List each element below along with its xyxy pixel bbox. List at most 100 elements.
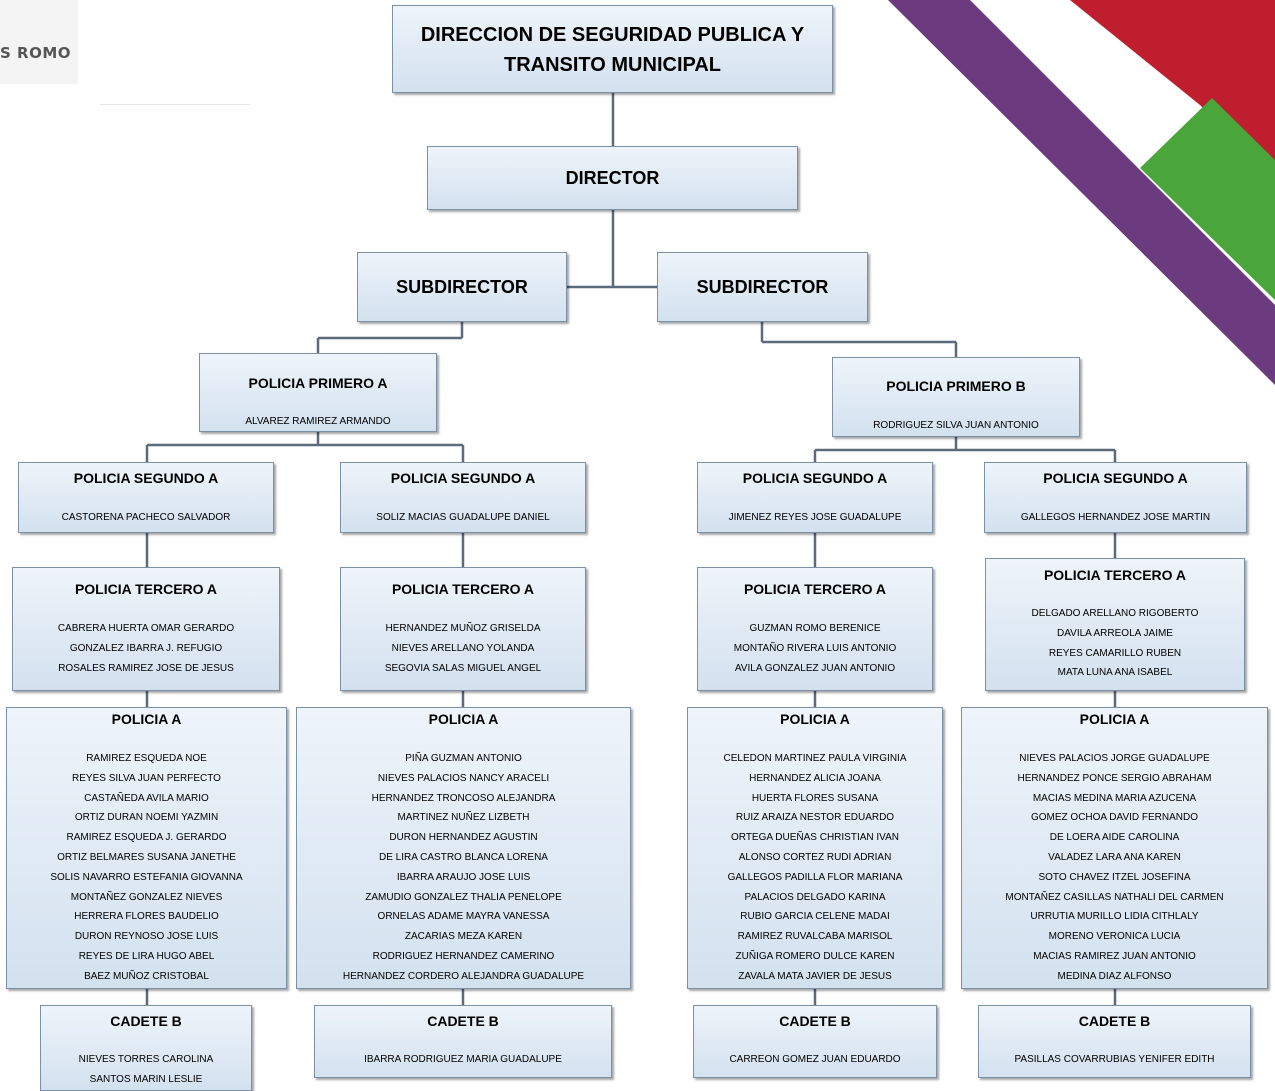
officer-name: SANTOS MARIN LESLIE — [89, 1073, 203, 1085]
officer-name: MACIAS MEDINA MARIA AZUCENA — [1032, 792, 1197, 804]
officer-name: NIEVES ARELLANO YOLANDA — [391, 642, 535, 654]
rank-title: POLICIA PRIMERO A — [248, 375, 388, 391]
rank-title: CADETE B — [779, 1013, 851, 1029]
officer-name: PASILLAS COVARRUBIAS YENIFER EDITH — [1014, 1054, 1215, 1065]
officer-name: HERNANDEZ MUÑOZ GRISELDA — [385, 623, 541, 634]
officer-name: DAVILA ARREOLA JAIME — [1057, 627, 1173, 639]
officer-name: MEDINA DIAZ ALFONSO — [1057, 970, 1172, 982]
officer-name: ORNELAS ADAME MAYRA VANESSA — [377, 911, 550, 923]
officer-name: MONTAÑEZ GONZALEZ NIEVES — [70, 891, 223, 903]
officer-name: MATA LUNA ANA ISABEL — [1057, 667, 1173, 679]
officer-name: HERNANDEZ CORDERO ALEJANDRA GUADALUPE — [342, 970, 585, 982]
rank-title: POLICIA TERCERO A — [1043, 567, 1187, 583]
officer-name: SOTO CHAVEZ ITZEL JOSEFINA — [1038, 871, 1191, 883]
cadete-box-3: CADETE B CARREON GOMEZ JUAN EDUARDO — [693, 1005, 937, 1078]
red-stripe — [1070, 0, 1275, 180]
rank-title: POLICIA TERCERO A — [743, 581, 887, 597]
director-title: DIRECTOR — [565, 168, 660, 188]
officer-name: GALLEGOS HERNANDEZ JOSE MARTIN — [1020, 512, 1211, 523]
policia-segundo-box-3: POLICIA SEGUNDO A JIMENEZ REYES JOSE GUA… — [697, 462, 933, 533]
officer-name: ROSALES RAMIREZ JOSE DE JESUS — [58, 662, 234, 674]
officer-name: ORTEGA DUEÑAS CHRISTIAN IVAN — [731, 832, 899, 844]
purple-stripe — [888, 0, 1275, 385]
officer-name: HUERTA FLORES SUSANA — [751, 792, 879, 804]
officer-name: URRUTIA MURILLO LIDIA CITHLALY — [1030, 911, 1199, 923]
officer-name: ZACARIAS MEZA KAREN — [404, 931, 523, 943]
officer-name: HERNANDEZ PONCE SERGIO ABRAHAM — [1017, 772, 1212, 784]
officer-name: MARTINEZ NUÑEZ LIZBETH — [397, 812, 530, 824]
rank-title: POLICIA A — [1079, 711, 1150, 727]
officer-name: CASTORENA PACHECO SALVADOR — [61, 512, 231, 523]
director-box: DIRECTOR — [427, 146, 798, 210]
officer-name: REYES SILVA JUAN PERFECTO — [72, 772, 221, 784]
officer-name: NIEVES PALACIOS JORGE GUADALUPE — [1019, 753, 1210, 764]
officer-name: REYES DE LIRA HUGO ABEL — [78, 950, 215, 962]
officer-name: SOLIS NAVARRO ESTEFANIA GIOVANNA — [50, 871, 243, 883]
officer-name: ORTIZ BELMARES SUSANA JANETHE — [57, 851, 236, 863]
officer-name: PIÑA GUZMAN ANTONIO — [405, 753, 522, 764]
officer-name: DE LIRA CASTRO BLANCA LORENA — [379, 851, 548, 863]
rank-title: POLICIA A — [780, 711, 850, 727]
policia-segundo-box-2: POLICIA SEGUNDO A SOLIZ MACIAS GUADALUPE… — [340, 462, 586, 533]
officer-name: CARREON GOMEZ JUAN EDUARDO — [729, 1054, 901, 1065]
policia-segundo-box-1: POLICIA SEGUNDO A CASTORENA PACHECO SALV… — [18, 462, 274, 533]
policia-tercero-box-2: POLICIA TERCERO A HERNANDEZ MUÑOZ GRISEL… — [340, 567, 586, 691]
officer-name: CELEDON MARTINEZ PAULA VIRGINIA — [723, 753, 907, 764]
officer-name: CASTAÑEDA AVILA MARIO — [84, 792, 209, 804]
officer-name: IBARRA ARAUJO JOSE LUIS — [396, 871, 531, 883]
officer-name: DURON REYNOSO JOSE LUIS — [74, 931, 219, 943]
officer-name: GUZMAN ROMO BERENICE — [749, 623, 881, 634]
officer-name: HERRERA FLORES BAUDELIO — [74, 911, 219, 923]
green-stripe — [1140, 98, 1275, 300]
rank-title: CADETE B — [1078, 1013, 1151, 1029]
officer-name: SEGOVIA SALAS MIGUEL ANGEL — [384, 662, 542, 674]
subdirector-box-left: SUBDIRECTOR — [357, 252, 567, 322]
rank-title: POLICIA SEGUNDO A — [1043, 470, 1188, 486]
subdirector-title: SUBDIRECTOR — [696, 277, 829, 297]
officer-name: RAMIREZ ESQUEDA J. GERARDO — [66, 832, 227, 844]
officer-name: MONTAÑO RIVERA LUIS ANTONIO — [733, 642, 897, 654]
officer-name: PALACIOS DELGADO KARINA — [744, 891, 886, 903]
officer-name: AVILA GONZALEZ JUAN ANTONIO — [734, 662, 896, 674]
subdirector-box-right: SUBDIRECTOR — [657, 252, 868, 322]
officer-name: MONTAÑEZ CASILLAS NATHALI DEL CARMEN — [1005, 891, 1224, 903]
rank-title: POLICIA SEGUNDO A — [390, 470, 536, 486]
officer-name: RAMIREZ ESQUEDA NOE — [86, 753, 207, 764]
policia-primero-a-box: POLICIA PRIMERO A ALVAREZ RAMIREZ ARMAND… — [199, 353, 437, 432]
officer-name: ALVAREZ RAMIREZ ARMANDO — [245, 416, 391, 427]
officer-name: RODRIGUEZ HERNANDEZ CAMERINO — [372, 950, 555, 962]
department-title-line1: DIRECCION DE SEGURIDAD PUBLICA Y — [420, 24, 805, 46]
department-title-line2: TRANSITO MUNICIPAL — [503, 54, 722, 76]
rank-title: POLICIA SEGUNDO A — [73, 470, 219, 486]
officer-name: ALONSO CORTEZ RUDI ADRIAN — [738, 851, 892, 863]
rank-title: POLICIA TERCERO A — [74, 581, 218, 597]
officer-name: DURON HERNANDEZ AGUSTIN — [389, 832, 538, 844]
cadete-box-2: CADETE B IBARRA RODRIGUEZ MARIA GUADALUP… — [314, 1005, 612, 1078]
policia-tercero-box-4: POLICIA TERCERO A DELGADO ARELLANO RIGOB… — [985, 558, 1245, 691]
officer-name: DE LOERA AIDE CAROLINA — [1049, 832, 1180, 844]
policia-a-box-3: POLICIA A CELEDON MARTINEZ PAULA VIRGINI… — [687, 707, 943, 989]
officer-name: REYES CAMARILLO RUBEN — [1048, 647, 1182, 659]
officer-name: VALADEZ LARA ANA KAREN — [1048, 851, 1181, 863]
policia-a-box-2: POLICIA A PIÑA GUZMAN ANTONIO NIEVES PAL… — [296, 707, 631, 989]
officer-name: GONZALEZ IBARRA J. REFUGIO — [69, 642, 223, 654]
officer-name: NIEVES PALACIOS NANCY ARACELI — [377, 772, 550, 784]
officer-name: SOLIZ MACIAS GUADALUPE DANIEL — [376, 512, 550, 523]
rank-title: POLICIA A — [111, 711, 182, 727]
rank-title: POLICIA TERCERO A — [391, 581, 535, 597]
officer-name: RUIZ ARAIZA NESTOR EDUARDO — [735, 812, 895, 824]
logo-text: S ROMO — [0, 44, 72, 62]
officer-name: RAMIREZ RUVALCABA MARISOL — [737, 931, 893, 943]
rank-title: CADETE B — [427, 1013, 499, 1029]
officer-name: HERNANDEZ TRONCOSO ALEJANDRA — [371, 792, 556, 804]
officer-name: HERNANDEZ ALICIA JOANA — [749, 772, 881, 784]
officer-name: MACIAS RAMIREZ JUAN ANTONIO — [1033, 950, 1196, 962]
rank-title: POLICIA A — [428, 711, 499, 727]
policia-primero-b-box: POLICIA PRIMERO B RODRIGUEZ SILVA JUAN A… — [832, 357, 1080, 437]
policia-tercero-box-3: POLICIA TERCERO A GUZMAN ROMO BERENICE M… — [697, 567, 933, 691]
policia-a-box-1: POLICIA A RAMIREZ ESQUEDA NOE REYES SILV… — [6, 707, 287, 989]
department-title-box: DIRECCION DE SEGURIDAD PUBLICA Y TRANSIT… — [392, 5, 833, 93]
